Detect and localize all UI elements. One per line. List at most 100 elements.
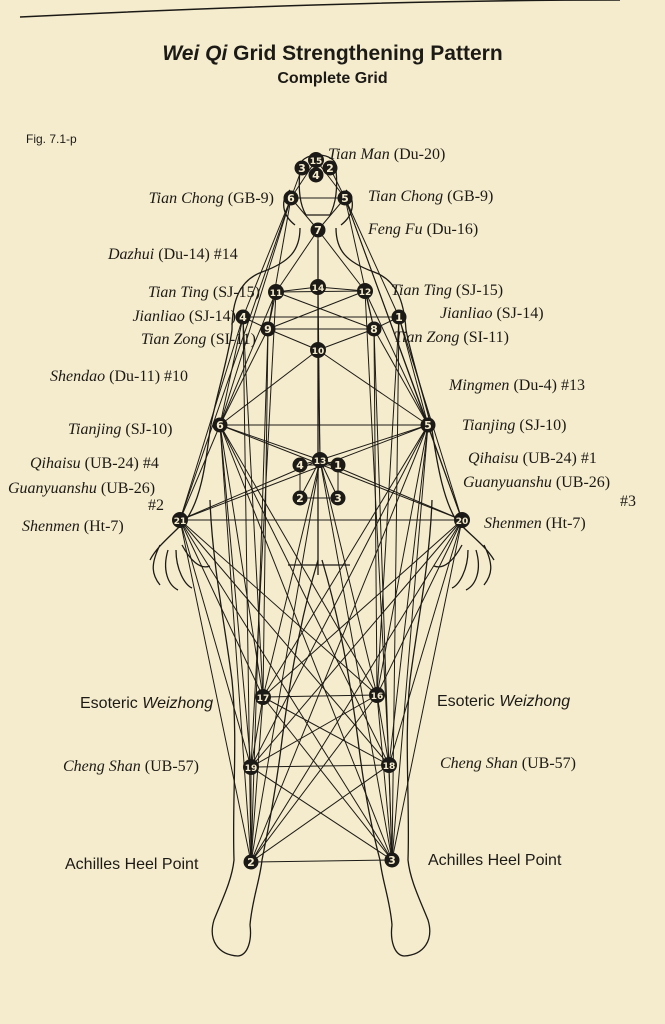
acupoint-dot bbox=[292, 457, 308, 473]
acupoint-5b: 5 bbox=[420, 417, 436, 433]
label-shendao: Shendao (Du-11) #10 bbox=[50, 368, 189, 385]
grid-line-6a-6b bbox=[219, 197, 292, 426]
grid-line-8-5b bbox=[373, 328, 429, 426]
label-dazhui: Dazhui (Du-14) #14 bbox=[108, 246, 238, 263]
grid-line-7-12 bbox=[317, 229, 366, 292]
acupoint-dot bbox=[268, 284, 284, 300]
label-tianjing-left: Tianjing (SJ-10) bbox=[68, 421, 173, 438]
acupoint-dot bbox=[172, 512, 188, 528]
grid-line-17-18 bbox=[262, 696, 390, 766]
acupoint-number: 4 bbox=[239, 311, 247, 324]
acupoint-dot bbox=[381, 757, 397, 773]
acupoint-dot bbox=[294, 160, 310, 176]
acupoint-18: 18 bbox=[381, 757, 397, 773]
acupoint-3h: 3 bbox=[294, 160, 310, 176]
acupoint-number: 6 bbox=[216, 419, 224, 432]
grid-line-11-6b bbox=[219, 291, 277, 426]
grid-line-20-16 bbox=[376, 519, 463, 696]
acupoint-4s: 4 bbox=[235, 309, 251, 325]
grid-line-4s-17 bbox=[242, 316, 264, 698]
acupoint-dot bbox=[283, 190, 299, 206]
grid-lines bbox=[179, 159, 463, 863]
acupoint-dot bbox=[384, 852, 400, 868]
body-outline-stroke bbox=[321, 559, 393, 926]
grid-line-21-2f bbox=[179, 519, 252, 863]
acupoint-4b: 4 bbox=[292, 457, 308, 473]
grid-line-5b-17 bbox=[262, 424, 429, 698]
acupoint-number: 9 bbox=[264, 323, 272, 336]
grid-line-11-19 bbox=[250, 291, 277, 768]
grid-line-9-17 bbox=[262, 328, 269, 698]
acupoint-15: 15 bbox=[308, 152, 324, 168]
grid-line-6b-18 bbox=[219, 424, 390, 766]
acupoint-dot bbox=[308, 152, 324, 168]
acupoint-16: 16 bbox=[369, 687, 385, 703]
grid-line-5b-20 bbox=[427, 424, 463, 521]
grid-line-12-18 bbox=[364, 290, 390, 766]
acupoint-number: 10 bbox=[312, 347, 325, 357]
acupoint-number: 18 bbox=[383, 762, 396, 772]
acupoint-11: 11 bbox=[268, 284, 284, 300]
grid-line-6a-4s bbox=[242, 197, 292, 318]
label-tian-ting-left: Tian Ting (SJ-15) bbox=[147, 284, 260, 301]
grid-line-1s-16 bbox=[376, 316, 400, 696]
acupoint-dot bbox=[322, 160, 338, 176]
grid-line-21-3f bbox=[179, 519, 393, 861]
figure-subtitle: Complete Grid bbox=[277, 70, 388, 87]
label-tian-chong-right: Tian Chong (GB-9) bbox=[368, 188, 494, 205]
acupoint-number: 12 bbox=[359, 288, 372, 298]
grid-line-16-18 bbox=[376, 694, 390, 766]
acupoint-number: 11 bbox=[270, 289, 283, 299]
grid-line-20-17 bbox=[262, 519, 463, 698]
acupoint-dot bbox=[310, 222, 326, 238]
acupoint-2b: 2 bbox=[292, 490, 308, 506]
acupoint-dot bbox=[357, 283, 373, 299]
grid-line-21-17 bbox=[179, 519, 264, 698]
acupoint-dot bbox=[330, 457, 346, 473]
acupoint-number: 1 bbox=[334, 459, 342, 472]
grid-line-6b-21 bbox=[179, 424, 221, 521]
acupoint-dot bbox=[212, 417, 228, 433]
grid-line-8-16 bbox=[373, 328, 378, 696]
grid-line-2f-3f bbox=[250, 859, 393, 863]
acupoint-number: 20 bbox=[456, 517, 469, 527]
acupoint-number: 7 bbox=[314, 224, 322, 237]
grid-line-8-10 bbox=[317, 328, 375, 351]
body-outline-stroke bbox=[433, 519, 495, 591]
acupoint-number: 5 bbox=[341, 192, 349, 205]
acupoint-dot bbox=[310, 342, 326, 358]
label-weizhong-left: Esoteric Weizhong bbox=[80, 695, 214, 712]
grid-line-4s-21 bbox=[179, 316, 244, 521]
acupoint-20: 20 bbox=[454, 512, 470, 528]
grid-line-20-2f bbox=[250, 519, 463, 863]
label-achilles-right: Achilles Heel Point bbox=[428, 852, 562, 869]
acupoint-number: 14 bbox=[312, 284, 325, 294]
acupoint-dot bbox=[310, 279, 326, 295]
label-shenmen-left: Shenmen (Ht-7) bbox=[22, 518, 124, 535]
grid-line-18-2f bbox=[250, 764, 390, 863]
acupoint-number: 17 bbox=[257, 694, 270, 704]
acupoint-number: 3 bbox=[298, 162, 306, 175]
acupoint-dot bbox=[337, 190, 353, 206]
acupoint-21: 21 bbox=[172, 512, 188, 528]
grid-line-6b-17 bbox=[219, 424, 264, 698]
label-guanyuanshu-left: Guanyuanshu (UB-26) bbox=[8, 480, 156, 497]
grid-line-5a-8 bbox=[344, 197, 375, 330]
top-page-curve bbox=[19, 0, 621, 18]
acupoint-number: 4 bbox=[312, 169, 320, 182]
grid-line-10-5b bbox=[317, 349, 429, 426]
acupoint-1s: 1 bbox=[391, 309, 407, 325]
grid-line-13-17 bbox=[262, 459, 321, 698]
grid-line-13-2f bbox=[250, 459, 321, 863]
acupoint-7: 7 bbox=[310, 222, 326, 238]
body-outline-stroke bbox=[249, 559, 319, 926]
grid-line-5a-1s bbox=[344, 197, 400, 318]
grid-line-5b-16 bbox=[376, 424, 429, 696]
acupoint-8: 8 bbox=[366, 321, 382, 337]
label-shenmen-right: Shenmen (Ht-7) bbox=[484, 515, 586, 532]
acupoint-number: 6 bbox=[287, 192, 295, 205]
body-outline-stroke bbox=[288, 555, 350, 575]
grid-line-5b-21 bbox=[179, 424, 429, 521]
label-guanyuanshu-left-number: #2 bbox=[148, 497, 164, 514]
grid-line-21-19 bbox=[179, 519, 252, 768]
